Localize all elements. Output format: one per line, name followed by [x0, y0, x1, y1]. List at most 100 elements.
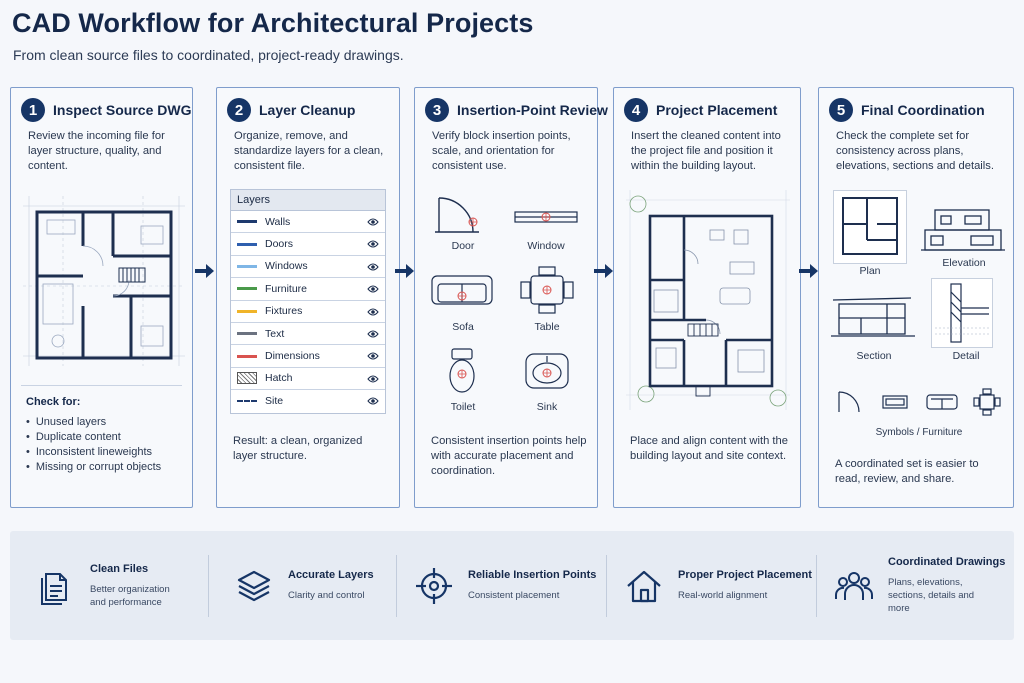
benefits-band: Clean Files Better organization and perf… [10, 531, 1014, 640]
benefit-accurate-layers: Accurate Layers Clarity and control [234, 531, 404, 640]
layer-name: Windows [265, 260, 308, 273]
page-subtitle: From clean source files to coordinated, … [13, 47, 404, 63]
door-block-icon [435, 197, 479, 233]
benefit-title: Clean Files [90, 562, 149, 575]
divider [396, 555, 397, 617]
layer-color-swatch [237, 287, 257, 291]
step-result: Result: a clean, organized layer structu… [233, 435, 363, 462]
visibility-eye-icon[interactable] [367, 217, 379, 227]
layer-color-swatch [237, 400, 257, 403]
view-label-plan: Plan [859, 265, 881, 277]
benefit-desc: Real-world alignment [678, 590, 768, 601]
step-number: 2 [227, 98, 251, 122]
sink-block-icon [525, 353, 569, 389]
symbols-label: Symbols / Furniture [875, 427, 963, 438]
benefit-clean-files: Clean Files Better organization and perf… [36, 531, 206, 640]
layer-color-swatch [237, 372, 257, 385]
layer-name: Dimensions [265, 350, 320, 363]
visibility-eye-icon[interactable] [367, 374, 379, 384]
layers-header: Layers [231, 190, 385, 211]
elevation-thumbnail [921, 209, 1005, 251]
crosshair-icon [416, 567, 452, 604]
layer-name: Furniture [265, 282, 308, 295]
flow-arrow-icon [799, 264, 818, 278]
step-title: Final Coordination [861, 102, 985, 118]
step-title: Insertion-Point Review [457, 102, 608, 118]
benefit-title: Proper Project Placement [678, 569, 812, 581]
visibility-eye-icon[interactable] [367, 329, 379, 339]
sofa-block-icon [431, 275, 493, 305]
step-panel-1: 1 Inspect Source DWG Review the incoming… [10, 87, 193, 508]
step-title: Project Placement [656, 102, 778, 118]
benefit-desc: Plans, elevations, sections, details and… [888, 577, 975, 614]
step-description: Verify block insertion points, scale, an… [432, 130, 571, 172]
benefit-title: Coordinated Drawings [888, 556, 1006, 568]
benefit-project-placement: Proper Project Placement Real-world alig… [624, 531, 824, 640]
divider [816, 555, 817, 617]
visibility-eye-icon[interactable] [367, 351, 379, 361]
house-icon [627, 570, 661, 602]
visibility-eye-icon[interactable] [367, 396, 379, 406]
layer-color-swatch [237, 264, 257, 268]
benefit-title: Reliable Insertion Points [468, 569, 597, 581]
layers-icon [237, 570, 271, 601]
divider [21, 385, 182, 386]
step-number: 4 [624, 98, 648, 122]
check-item: Missing or corrupt objects [26, 460, 161, 475]
step-panel-5: 5 Final Coordination Check the complete … [818, 87, 1014, 508]
benefit-title: Accurate Layers [288, 569, 374, 581]
step-number: 1 [21, 98, 45, 122]
view-label-detail: Detail [952, 350, 980, 362]
layer-name: Walls [265, 215, 291, 228]
detail-thumbnail [931, 278, 993, 348]
step-number: 5 [829, 98, 853, 122]
layer-name: Text [265, 327, 285, 340]
flow-arrow-icon [395, 264, 414, 278]
layer-row[interactable]: Doors [231, 233, 385, 256]
layer-color-swatch [237, 309, 257, 313]
layer-row[interactable]: Site [231, 390, 385, 412]
benefit-desc: Better organization and performance [90, 583, 170, 608]
table-block-icon [520, 266, 574, 314]
layer-row[interactable]: Text [231, 323, 385, 346]
visibility-eye-icon[interactable] [367, 239, 379, 249]
layer-row[interactable]: Fixtures [231, 301, 385, 323]
benefit-desc: Clarity and control [288, 590, 365, 601]
step-description: Organize, remove, and standardize layers… [234, 130, 384, 172]
section-thumbnail [831, 297, 915, 337]
block-label-table: Table [534, 321, 560, 333]
layer-row[interactable]: Windows [231, 256, 385, 279]
benefit-desc: Consistent placement [468, 590, 560, 601]
block-label-toilet: Toilet [450, 401, 476, 413]
step-panel-3: 3 Insertion-Point Review Verify block in… [414, 87, 608, 508]
block-label-window: Window [527, 240, 565, 252]
symbol-table-icon [973, 388, 1001, 416]
visibility-eye-icon[interactable] [367, 284, 379, 294]
view-label-elevation: Elevation [942, 257, 986, 269]
divider [606, 555, 607, 617]
symbol-sofa-icon [926, 394, 958, 410]
layer-row[interactable]: Furniture [231, 278, 385, 301]
block-label-sofa: Sofa [452, 321, 474, 333]
block-label-sink: Sink [536, 401, 558, 413]
step-title: Inspect Source DWG [53, 102, 192, 118]
window-block-icon [514, 211, 578, 223]
check-item: Unused layers [26, 415, 161, 430]
layer-row[interactable]: Hatch [231, 368, 385, 391]
step-description: Review the incoming file for layer struc… [28, 130, 165, 172]
visibility-eye-icon[interactable] [367, 307, 379, 317]
layer-row[interactable]: Walls [231, 211, 385, 234]
visibility-eye-icon[interactable] [367, 262, 379, 272]
flow-arrow-icon [594, 264, 613, 278]
layer-name: Fixtures [265, 305, 303, 318]
divider [208, 555, 209, 617]
layer-row[interactable]: Dimensions [231, 345, 385, 368]
view-label-section: Section [856, 350, 892, 362]
check-item: Duplicate content [26, 430, 161, 445]
benefit-coordinated-drawings: Coordinated Drawings Plans, elevations, … [834, 531, 1010, 640]
toilet-block-icon [449, 348, 475, 393]
team-icon [834, 571, 874, 600]
step-description: Check the complete set for consistency a… [836, 130, 994, 172]
layer-color-swatch [237, 220, 257, 224]
